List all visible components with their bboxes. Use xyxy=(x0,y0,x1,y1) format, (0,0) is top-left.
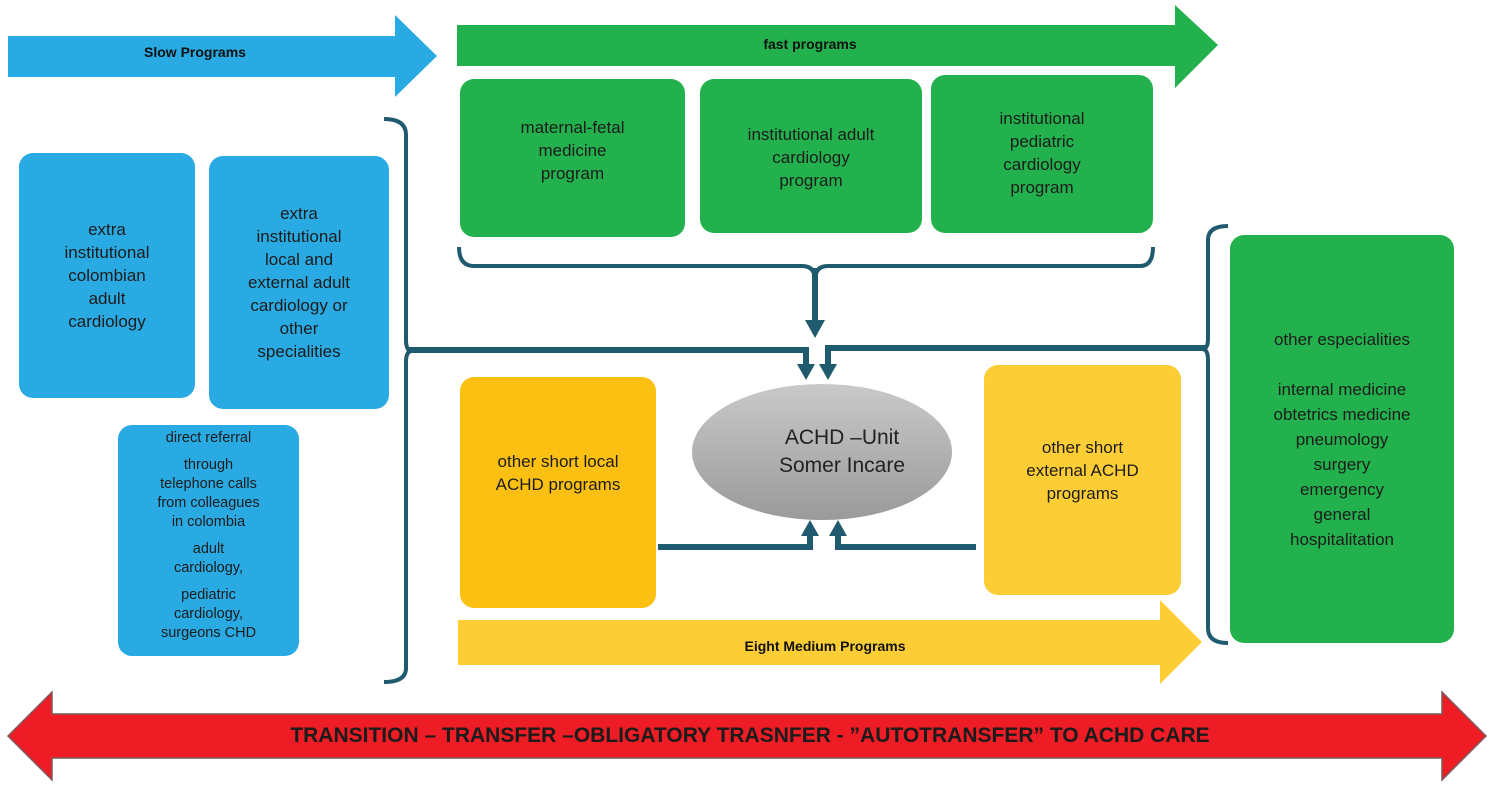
right-bracket xyxy=(1201,224,1229,645)
box-line: direct referral xyxy=(165,430,252,446)
box-line: institutional xyxy=(256,227,342,246)
box-line: from colleagues xyxy=(157,495,260,511)
box-line: adult xyxy=(88,289,126,308)
box-line: programs xyxy=(1046,484,1119,503)
box-line: program xyxy=(779,171,843,190)
box-line: colombian xyxy=(68,266,146,285)
institutional-pediatric-cardiology-box: institutional pediatric cardiology progr… xyxy=(931,75,1153,233)
extra-institutional-colombian-box: extra institutional colombian adult card… xyxy=(19,153,195,398)
box-line: cardiology, xyxy=(173,606,244,622)
box-line: program xyxy=(540,164,605,183)
box-line: cardiology xyxy=(772,148,850,167)
box-line: ACHD programs xyxy=(495,475,621,494)
box-line: pediatric xyxy=(181,587,236,603)
box-line: internal medicine xyxy=(1277,379,1407,399)
box-line: other short xyxy=(1041,438,1124,457)
box-line: external ACHD xyxy=(1026,461,1139,480)
achd-unit-label: ACHD –Unit Somer Incare xyxy=(722,424,962,480)
box-line: through xyxy=(183,457,234,473)
institutional-adult-cardiology-box: institutional adult cardiology program xyxy=(700,79,922,233)
slow-programs-arrow xyxy=(8,15,437,97)
box-line: general xyxy=(1313,504,1371,524)
box-line: medicine xyxy=(538,141,607,160)
box-line: obtetrics medicine xyxy=(1273,404,1411,424)
transition-label: TRANSITION – TRANSFER –OBLIGATORY TRASNF… xyxy=(290,724,1210,747)
box-line: hospitalitation xyxy=(1290,529,1394,549)
box-line: external adult xyxy=(247,273,351,292)
box-line: extra xyxy=(280,204,318,223)
box-line: adult xyxy=(192,541,225,557)
box-line: emergency xyxy=(1299,479,1385,499)
box-line: institutional adult xyxy=(747,125,875,144)
green-group-bracket xyxy=(457,246,1155,281)
box-line: in colombia xyxy=(171,514,246,530)
box-line: surgery xyxy=(1313,454,1371,474)
box-line: institutional xyxy=(64,243,150,262)
box-line: extra xyxy=(88,220,126,239)
box-line: cardiology or xyxy=(250,296,348,315)
transition-double-arrow xyxy=(6,690,1488,782)
box-line: cardiology, xyxy=(173,560,244,576)
medium-programs-label: Eight Medium Programs xyxy=(744,638,906,654)
box-line: cardiology xyxy=(1003,155,1081,174)
achd-unit-line1: ACHD –Unit xyxy=(784,426,900,449)
box-line: program xyxy=(1010,178,1074,197)
box-line: pneumology xyxy=(1295,429,1389,449)
box-line: pediatric xyxy=(1009,132,1075,151)
box-line: other short local xyxy=(497,452,619,471)
slow-programs-label: Slow Programs xyxy=(144,44,246,60)
short-local-achd-box: other short local ACHD programs xyxy=(460,377,656,608)
achd-unit-ellipse xyxy=(692,384,952,520)
box-line: telephone calls xyxy=(160,476,257,492)
box-line: specialities xyxy=(257,342,341,361)
other-especialities-box: other especialities internal medicine ob… xyxy=(1230,235,1454,643)
extra-institutional-local-external-box: extra institutional local and external a… xyxy=(209,156,389,409)
box-line: local and xyxy=(264,250,334,269)
direct-referral-box: direct referral through telephone calls … xyxy=(118,425,299,656)
box-line: cardiology xyxy=(68,312,146,331)
short-external-achd-box: other short external ACHD programs xyxy=(984,365,1181,595)
box-line: maternal-fetal xyxy=(520,118,625,137)
box-line: institutional xyxy=(999,109,1085,128)
box-line: other xyxy=(279,319,319,338)
fast-programs-label: fast programs xyxy=(763,36,857,52)
fast-programs-arrow xyxy=(457,5,1218,88)
maternal-fetal-program-box: maternal-fetal medicine program xyxy=(460,79,685,237)
box-line: other especialities xyxy=(1273,329,1411,349)
box-line: surgeons CHD xyxy=(160,625,257,641)
medium-programs-arrow xyxy=(458,600,1202,684)
achd-unit-line2: Somer Incare xyxy=(778,454,906,477)
